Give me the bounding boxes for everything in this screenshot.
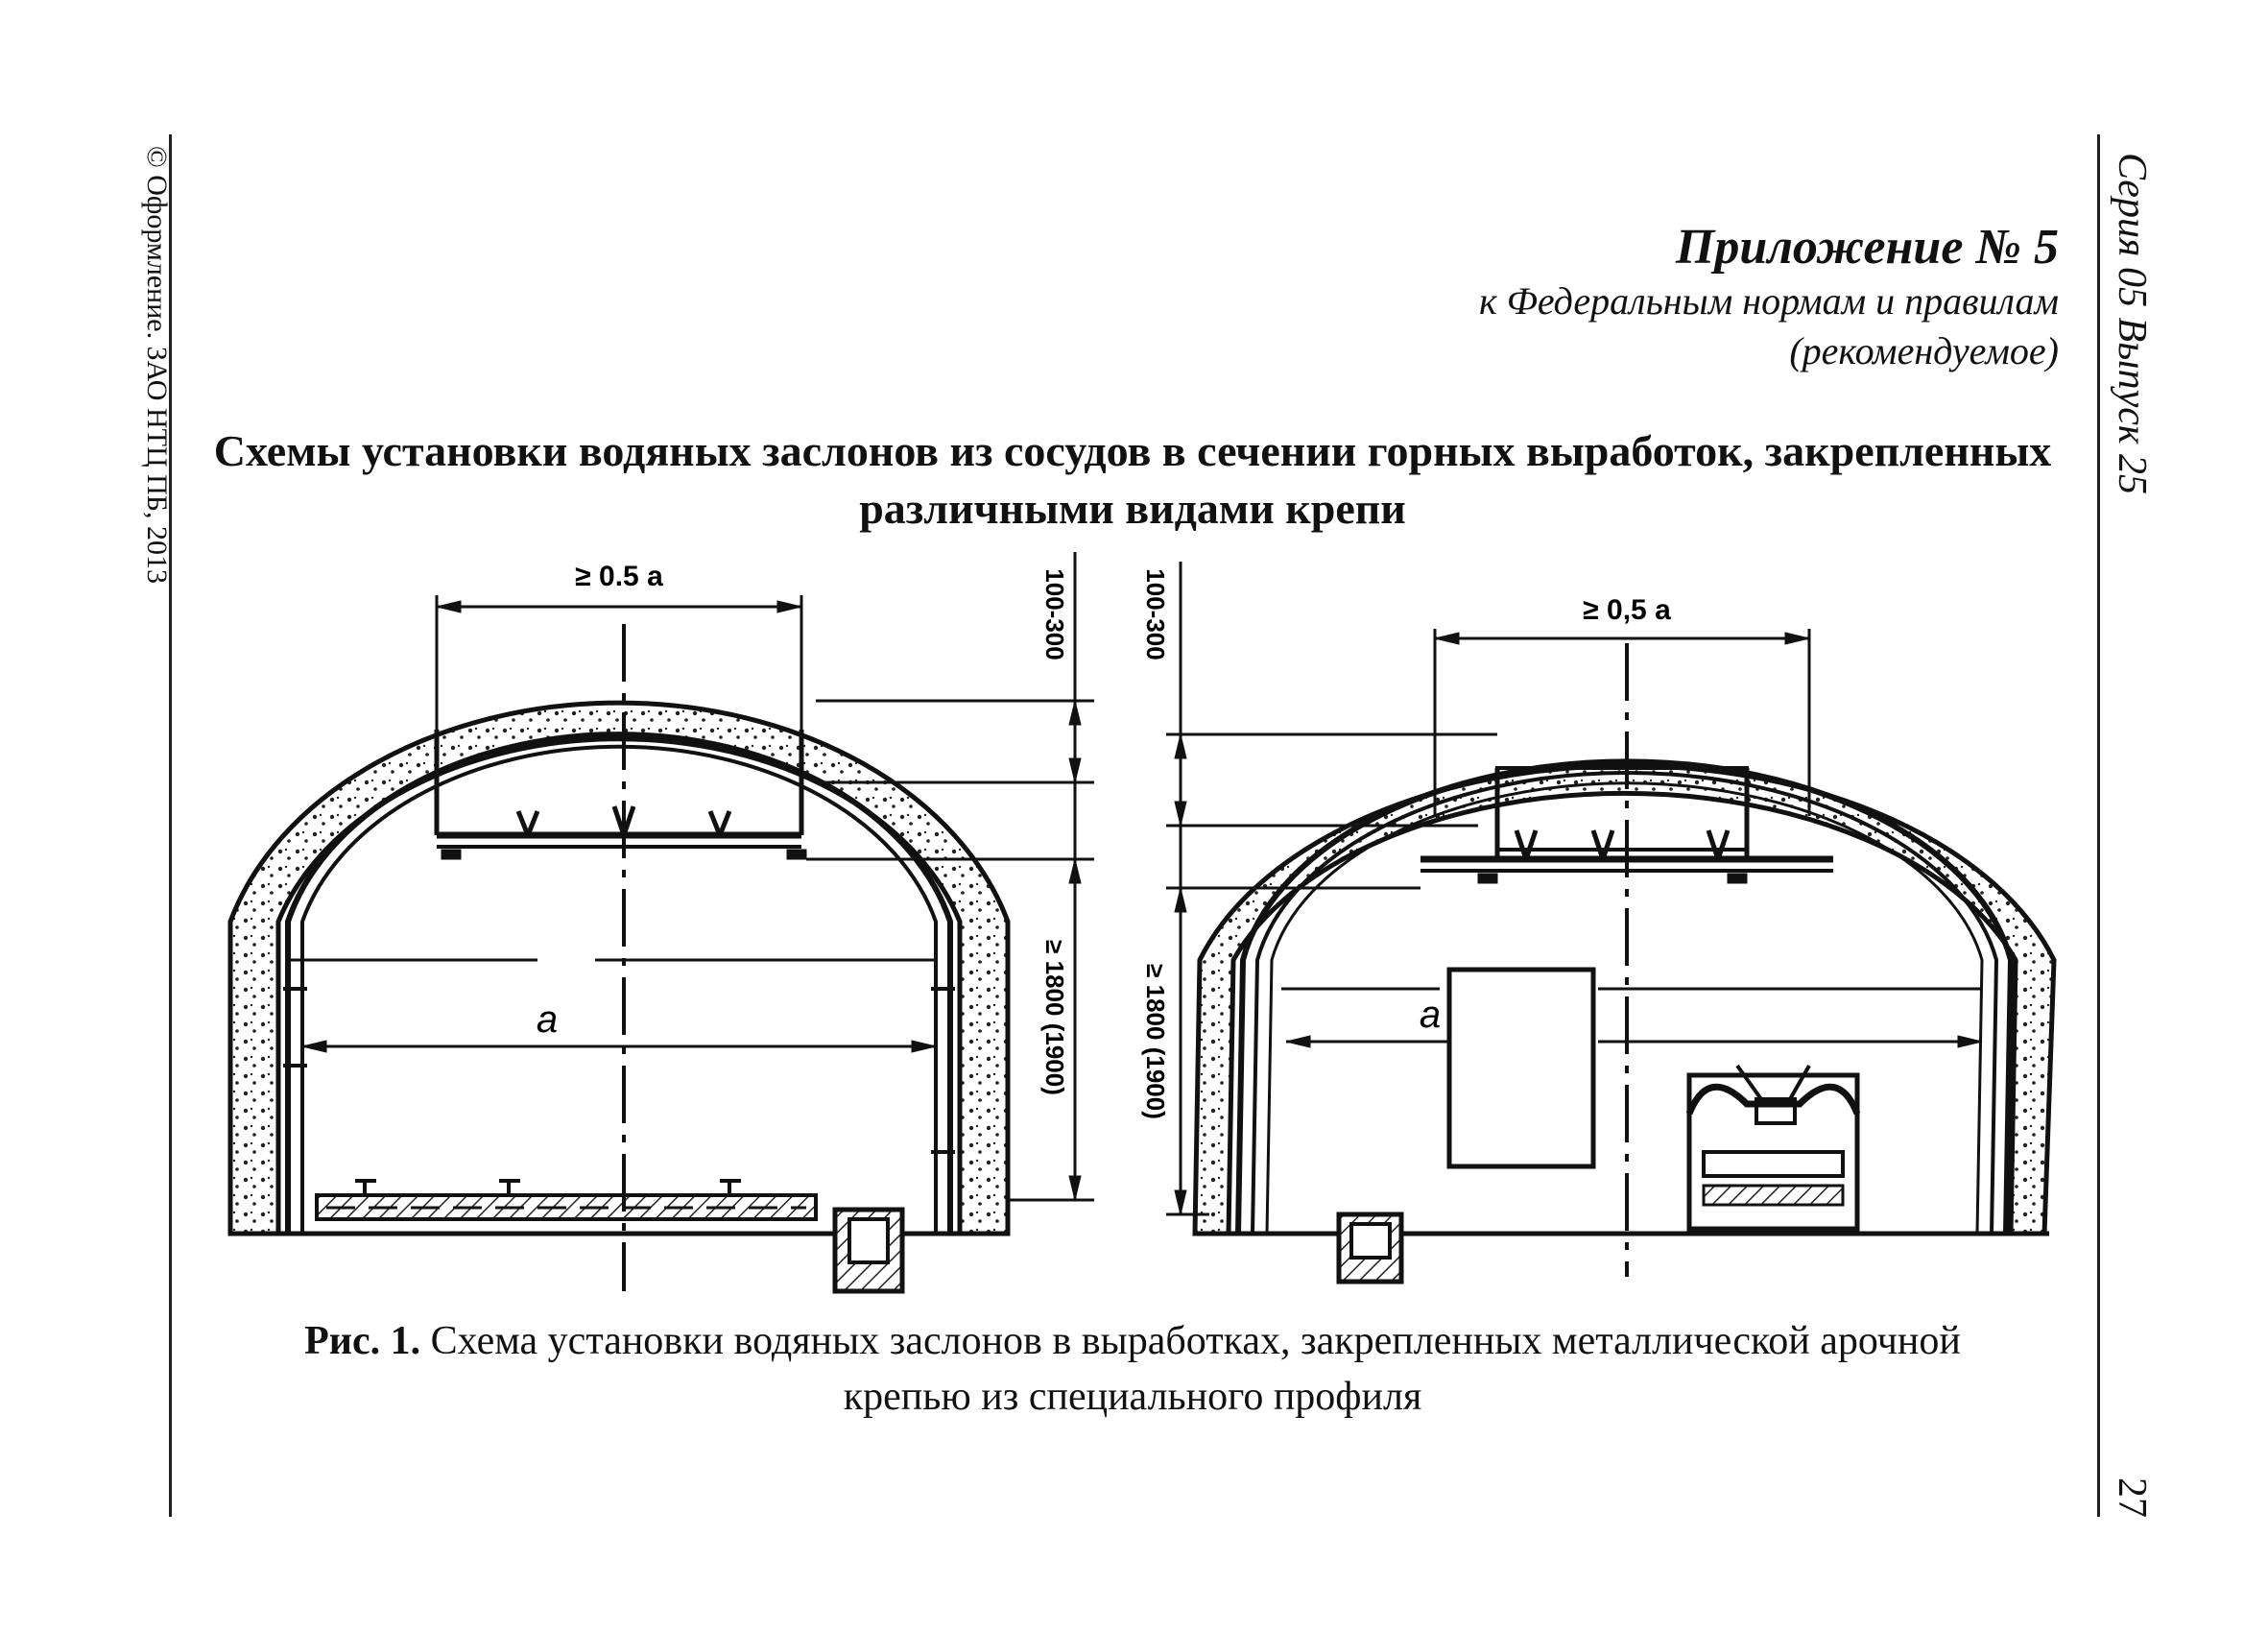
right-machine (1685, 1064, 1861, 1232)
figure-caption: Рис. 1. Схема установки водяных заслонов… (182, 1313, 2083, 1425)
appendix-title: Приложение № 5 (1675, 220, 2059, 275)
left-dim-top: 100-300 (1040, 568, 1069, 660)
right-top-dim: ≥ 0,5 a (1583, 594, 1671, 626)
left-arch-outer (285, 732, 953, 1234)
left-dim-bottom: ≥ 1800 (1900) (1040, 940, 1069, 1095)
appendix-line2: (рекомендуемое) (1789, 329, 2059, 372)
caption-line1: Рис. 1. Схема установки водяных заслонов… (182, 1313, 2083, 1369)
heading-line2: различными видами крепи (859, 484, 1406, 533)
appendix-line1: к Федеральным нормам и правилам (1479, 279, 2059, 323)
right-width-label: a (1420, 994, 1441, 1036)
right-margin-rule (2097, 134, 2100, 1517)
right-dim-bottom: ≥ 1800 (1900) (1141, 964, 1170, 1119)
caption-line2: крепью из специального профиля (843, 1375, 1422, 1419)
left-top-dim: ≥ 0.5 a (575, 561, 663, 592)
right-lining (1192, 763, 2057, 1236)
left-arch-inner (300, 744, 938, 1234)
right-section (1166, 562, 2057, 1284)
page-heading: Схемы установки водяных заслонов из сосу… (182, 422, 2083, 538)
right-box (1446, 967, 1596, 1169)
caption-text: Схема установки водяных заслонов в выраб… (420, 1319, 1961, 1363)
left-margin-rule (169, 134, 172, 1517)
right-dim-top: 100-300 (1141, 568, 1170, 660)
left-lining (227, 700, 1011, 1236)
left-width-label: a (537, 998, 558, 1041)
left-section (227, 552, 1094, 1294)
caption-label: Рис. 1. (304, 1319, 421, 1363)
heading-line1: Схемы установки водяных заслонов из сосу… (213, 426, 2052, 475)
